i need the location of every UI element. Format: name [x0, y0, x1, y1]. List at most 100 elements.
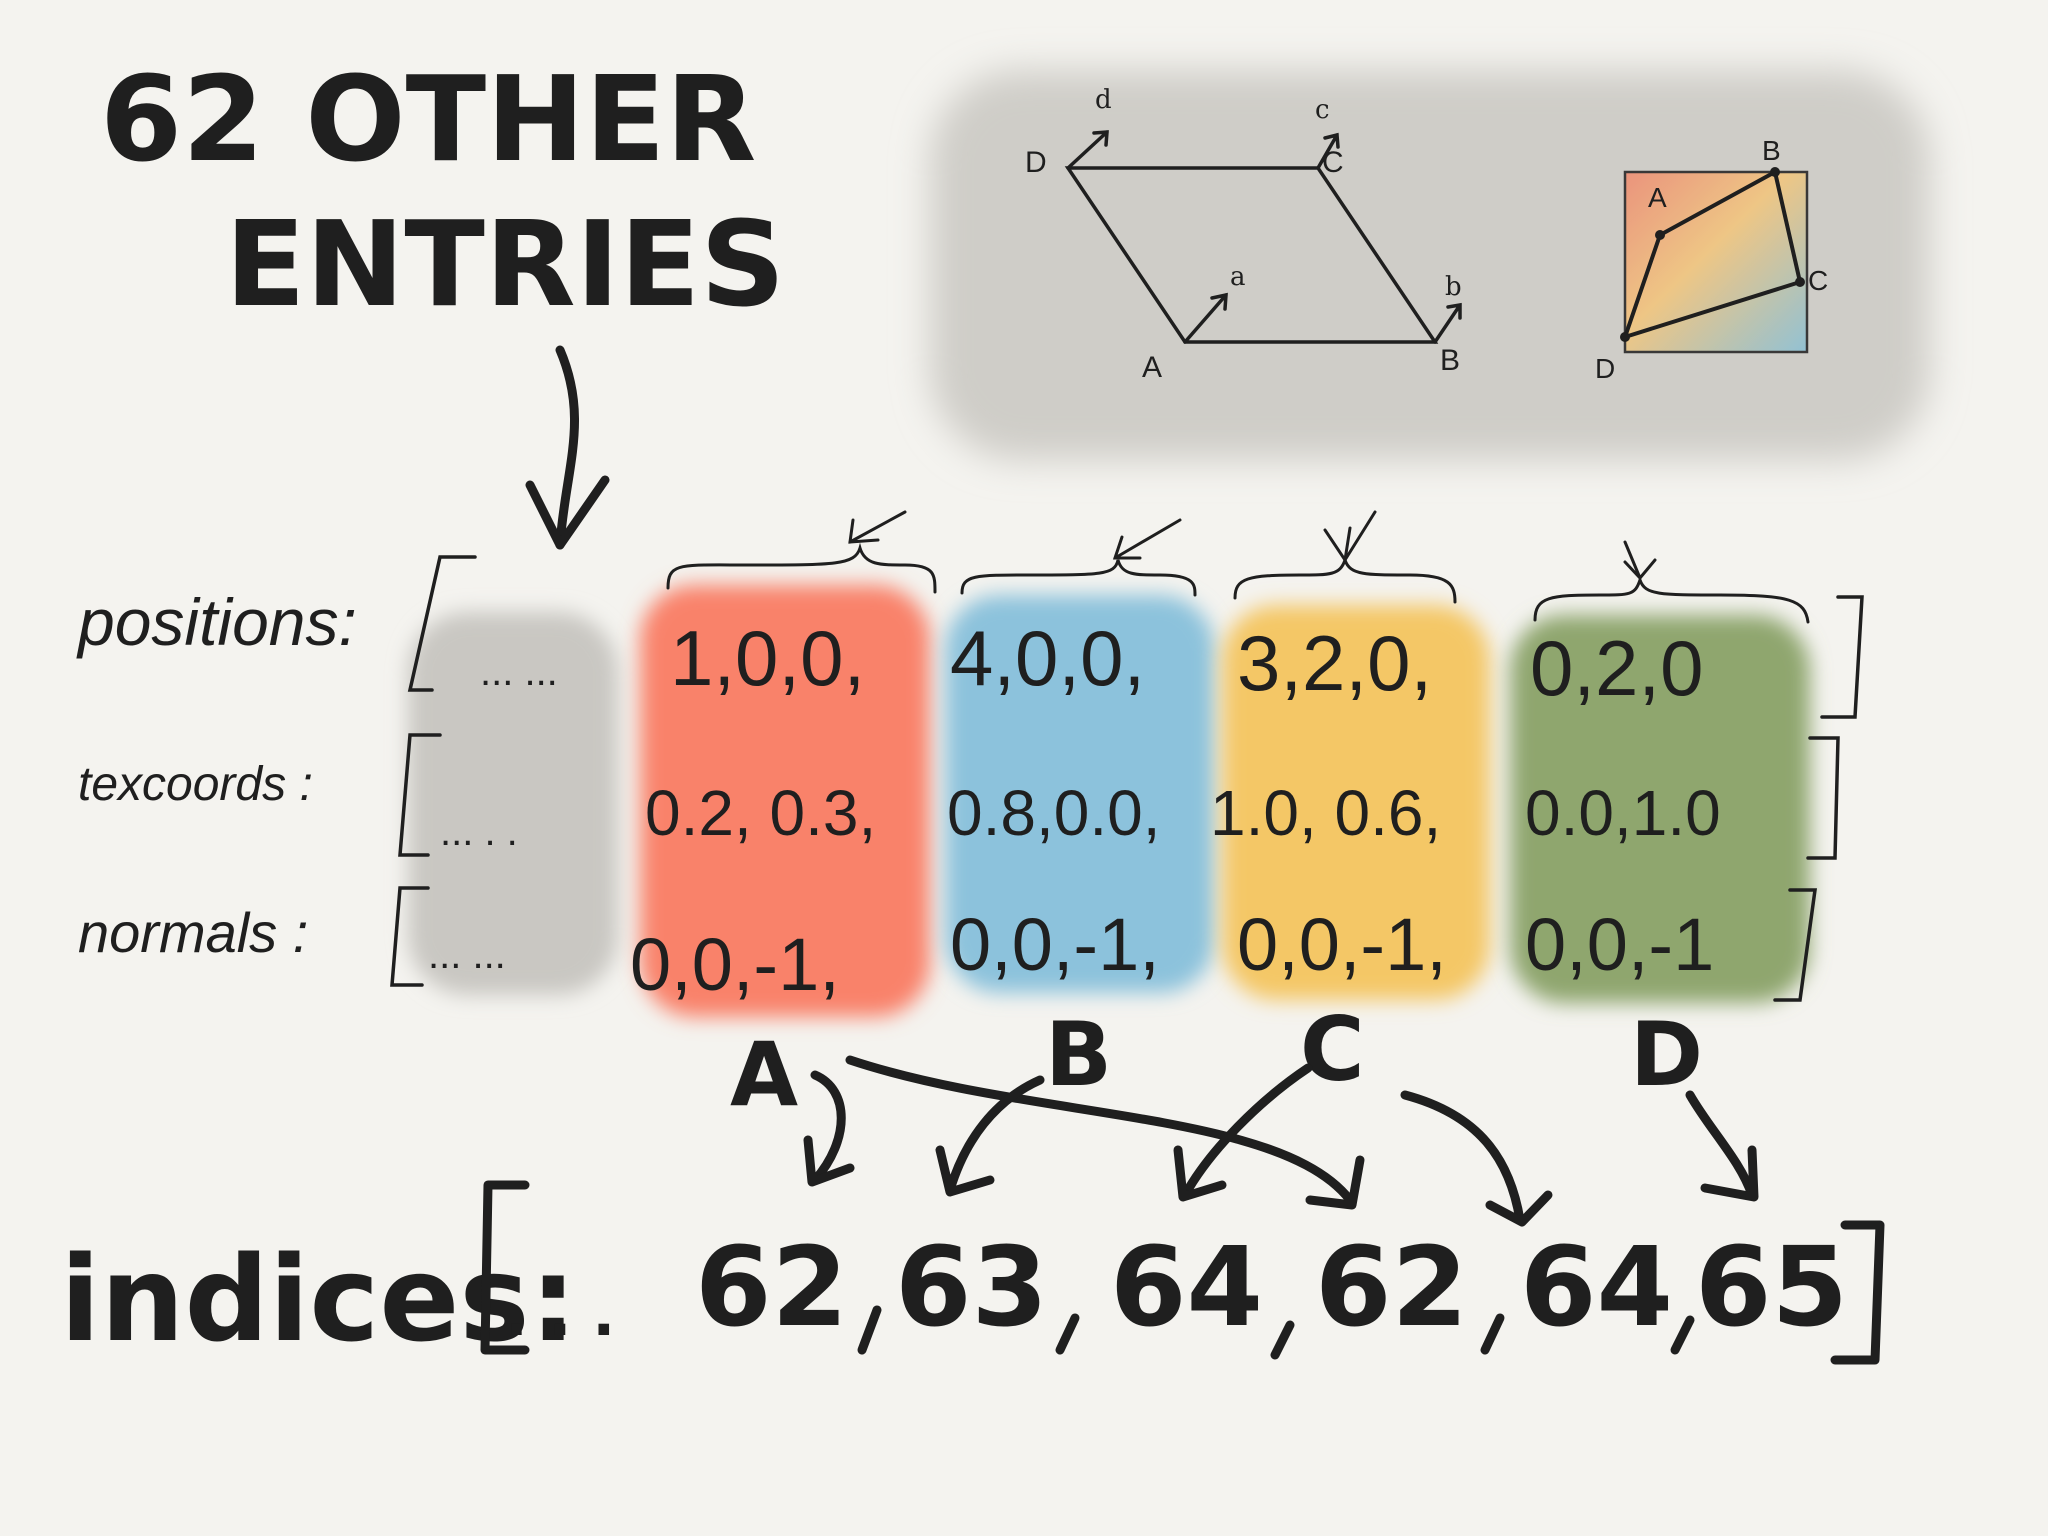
arrow-b-to-63 — [945, 1075, 1045, 1195]
brace-c — [1233, 555, 1457, 604]
indices-comma-4 — [1480, 1313, 1505, 1355]
texture-vertex-d: D — [1595, 353, 1615, 384]
normals-value-a: 0,0,-1, — [630, 923, 840, 1006]
vector-c-label: c — [1315, 95, 1330, 125]
row-label-texcoords: texcoords : — [78, 758, 313, 811]
indices-value-5: 64 — [1520, 1223, 1673, 1351]
normals-close-bracket — [1773, 888, 1818, 1002]
indices-value-4: 62 — [1315, 1223, 1468, 1351]
row-label-positions: positions: — [76, 585, 357, 659]
indices-comma-1 — [857, 1305, 882, 1355]
arrow-a-to-second-62 — [845, 1055, 1355, 1205]
indices-value-1: 62 — [695, 1223, 848, 1351]
blob-other-entries — [408, 612, 618, 995]
normals-ellipsis: ... ... — [428, 933, 506, 977]
texture-vertex-a: A — [1648, 182, 1667, 213]
brace-c-pointer — [1323, 510, 1377, 565]
arrow-a-to-62 — [810, 1070, 846, 1185]
parallelogram-labels: A B C D a b c d — [1025, 85, 1462, 384]
texcoords-value-c: 1.0, 0.6, — [1210, 777, 1441, 849]
heading: 62 OTHER ENTRIES — [100, 50, 785, 333]
brace-d-pointer — [1623, 540, 1657, 581]
parallelogram-vertex-b: B — [1440, 344, 1460, 377]
texture-square — [1623, 170, 1809, 354]
positions-close-bracket — [1820, 595, 1864, 719]
column-label-c: C — [1300, 998, 1365, 1101]
normals-value-b: 0,0,-1, — [950, 903, 1160, 986]
arrow-c-to-second-64 — [1400, 1090, 1525, 1225]
heading-down-arrow — [555, 345, 579, 550]
column-braces — [666, 510, 1810, 624]
brace-a-pointer — [848, 510, 907, 544]
texture-point-b — [1770, 167, 1780, 177]
arrow-a-to-second-62-head — [1305, 1155, 1365, 1210]
vector-a-label: a — [1230, 262, 1246, 292]
parallelogram-vertex-a: A — [1142, 351, 1162, 384]
normals-value-c: 0,0,-1, — [1237, 903, 1447, 986]
indices-commas — [857, 1305, 1695, 1360]
texcoords-value-a: 0.2, 0.3, — [645, 777, 876, 849]
column-labels: A B C D — [730, 998, 1703, 1126]
vector-a-arrow — [1183, 292, 1228, 344]
blob-d — [1510, 615, 1810, 1003]
vector-b-label: b — [1445, 272, 1462, 302]
positions-value-d: 0,2,0 — [1530, 624, 1703, 712]
texcoords-value-d: 0.0,1.0 — [1525, 777, 1721, 849]
parallelogram-vertex-c: C — [1322, 146, 1344, 179]
arrow-a-to-62-head — [803, 1135, 855, 1187]
indices-value-3: 64 — [1110, 1223, 1263, 1351]
indices-close-bracket — [1830, 1220, 1885, 1365]
texcoords-close-bracket — [1806, 736, 1840, 860]
normals-values: 0,0,-1, 0,0,-1, 0,0,-1, 0,0,-1 — [630, 903, 1714, 1006]
normals-value-d: 0,0,-1 — [1525, 903, 1714, 986]
row-close-brackets — [1773, 595, 1864, 1002]
indices-comma-5 — [1670, 1315, 1695, 1355]
positions-values: 1,0,0, 4,0,0, 3,2,0, 0,2,0 — [670, 614, 1703, 712]
row-ellipses: ... ... ... . . ... ... — [428, 650, 558, 977]
arrow-d-to-65 — [1685, 1090, 1757, 1200]
texture-vertex-b: B — [1762, 135, 1781, 166]
positions-value-a: 1,0,0, — [670, 614, 865, 702]
column-blobs — [408, 585, 1810, 1017]
blob-b — [945, 595, 1215, 993]
row-label-normals: normals : — [78, 901, 308, 964]
parallelogram-vertex-d: D — [1025, 146, 1047, 179]
arrow-c-to-second-64-head — [1485, 1190, 1553, 1227]
brace-b — [960, 559, 1197, 597]
indices-open-bracket — [480, 1180, 530, 1355]
arrow-d-to-65-head — [1700, 1145, 1759, 1202]
arrow-b-to-63-head — [935, 1145, 995, 1197]
indices-comma-2 — [1055, 1313, 1080, 1355]
brace-a — [666, 542, 937, 594]
heading-line-1: 62 OTHER — [100, 50, 756, 188]
brace-d — [1533, 575, 1810, 624]
row-labels: positions: texcoords : normals : — [76, 585, 357, 964]
heading-down-arrowhead — [525, 475, 610, 550]
blob-c — [1222, 605, 1490, 1000]
positions-ellipsis: ... ... — [480, 650, 558, 694]
column-label-d: D — [1630, 1003, 1703, 1106]
texture-vertex-c: C — [1808, 265, 1828, 296]
vector-c-arrow — [1316, 132, 1340, 170]
vector-b-arrow — [1433, 302, 1462, 344]
positions-value-c: 3,2,0, — [1237, 619, 1432, 707]
column-label-b: B — [1045, 1003, 1112, 1106]
texcoords-open-bracket — [398, 733, 442, 857]
brace-b-pointer — [1112, 518, 1182, 560]
texture-point-d — [1620, 332, 1630, 342]
indices-comma-3 — [1270, 1320, 1295, 1360]
row-open-brackets — [390, 555, 477, 987]
indices-value-2: 63 — [895, 1223, 1048, 1351]
texture-point-c — [1795, 277, 1805, 287]
texcoords-value-b: 0.8,0.0, — [947, 777, 1161, 849]
arrow-c-to-64-head — [1173, 1145, 1227, 1202]
positions-value-b: 4,0,0, — [950, 614, 1145, 702]
normals-open-bracket — [390, 886, 430, 987]
parallelogram-figure — [1064, 130, 1462, 344]
column-label-a: A — [730, 1023, 798, 1126]
positions-open-bracket — [407, 555, 477, 692]
indices-line: indices: . . . 62 63 64 62 64 65 — [60, 1180, 1885, 1368]
blob-a — [640, 585, 930, 1017]
indices-ellipsis: . . . — [505, 1280, 615, 1350]
